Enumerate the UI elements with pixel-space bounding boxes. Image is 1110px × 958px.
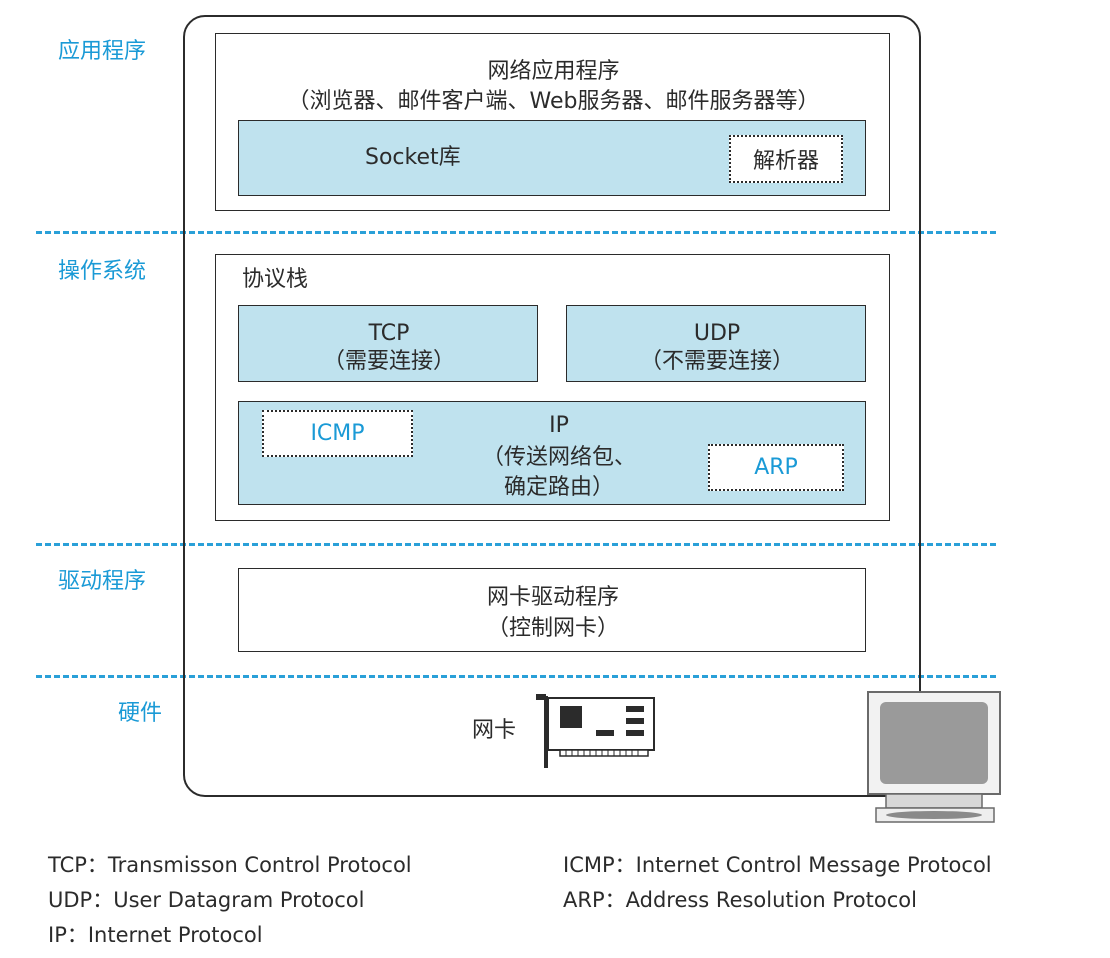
nic-driver-subtitle: （控制网卡） <box>486 616 619 641</box>
layer-label-application: 应用程序 <box>58 39 147 64</box>
ip-description-line2: 确定路由） <box>503 475 614 500</box>
resolver-box: 解析器 <box>729 135 843 183</box>
ip-name: IP <box>549 413 569 438</box>
ip-description-line1: （传送网络包、 <box>481 445 636 470</box>
layer-label-driver: 驱动程序 <box>58 569 147 594</box>
nic-driver-title: 网卡驱动程序 <box>486 585 619 610</box>
legend-icmp: ICMP：Internet Control Message Protocol <box>563 853 992 877</box>
arp-box: ARP <box>708 444 844 491</box>
monitor-icon <box>867 691 1001 823</box>
nic-driver-box: 网卡驱动程序 （控制网卡） <box>238 568 866 652</box>
icmp-box: ICMP <box>262 410 413 457</box>
nic-label: 网卡 <box>472 718 517 743</box>
computer-frame <box>183 15 921 797</box>
udp-name: UDP <box>693 321 741 346</box>
nic-card-icon <box>536 694 655 768</box>
resolver-label: 解析器 <box>752 149 819 174</box>
network-application-title: 网络应用程序 <box>487 59 620 84</box>
legend-ip: IP：Internet Protocol <box>48 923 263 947</box>
tcp-description: （需要连接） <box>322 349 455 374</box>
legend-udp: UDP：User Datagram Protocol <box>48 888 365 912</box>
legend-arp: ARP：Address Resolution Protocol <box>563 888 917 912</box>
legend-tcp: TCP：Transmisson Control Protocol <box>48 853 412 877</box>
socket-library-label: Socket库 <box>365 145 461 170</box>
udp-box: UDP （不需要连接） <box>566 305 866 382</box>
layer-label-hardware: 硬件 <box>118 701 163 726</box>
network-application-subtitle: （浏览器、邮件客户端、Web服务器、邮件服务器等） <box>287 89 820 114</box>
protocol-stack-title: 协议栈 <box>242 267 309 292</box>
icmp-label: ICMP <box>310 421 365 446</box>
arp-label: ARP <box>754 455 798 480</box>
layer-divider-1 <box>36 231 996 234</box>
tcp-box: TCP （需要连接） <box>238 305 538 382</box>
layer-divider-3 <box>36 675 996 678</box>
tcp-name: TCP <box>368 321 410 346</box>
layer-label-os: 操作系统 <box>58 259 147 284</box>
layer-divider-2 <box>36 543 996 546</box>
udp-description: （不需要连接） <box>639 349 794 374</box>
